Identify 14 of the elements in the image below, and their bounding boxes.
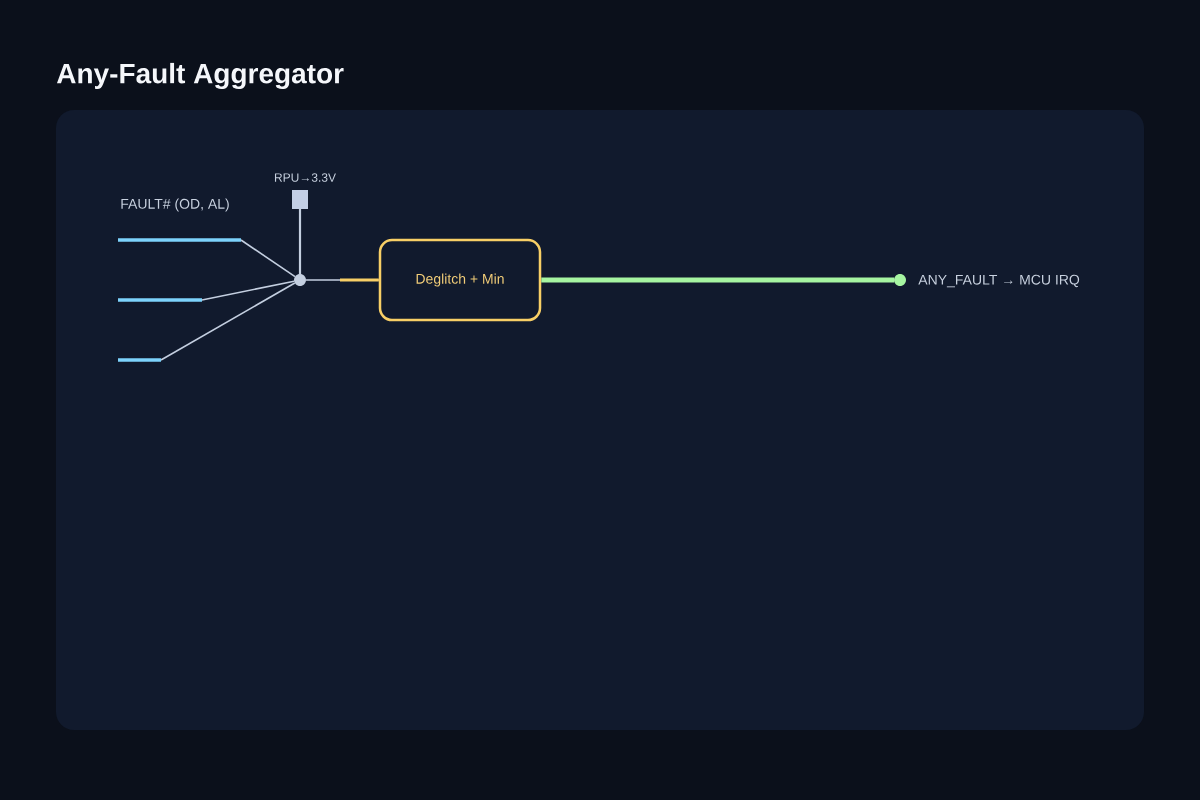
wire [541,277,894,283]
signal-label: FAULT# (OD, AL) [121,198,229,212]
wire-stub [118,358,161,362]
wire-stub [118,298,202,302]
process-box: Deglitch + Min [378,238,542,322]
wire [240,239,296,278]
wire-stub [118,238,241,242]
title: Any-Fault Aggregator [56,62,344,90]
wire [201,280,295,301]
wire [160,282,296,361]
node-label: RPU→3.3V [275,173,336,182]
wire [298,209,302,274]
node-label: ANY_FAULT → MCU IRQ [918,274,1080,288]
resistor-symbol [292,190,308,209]
